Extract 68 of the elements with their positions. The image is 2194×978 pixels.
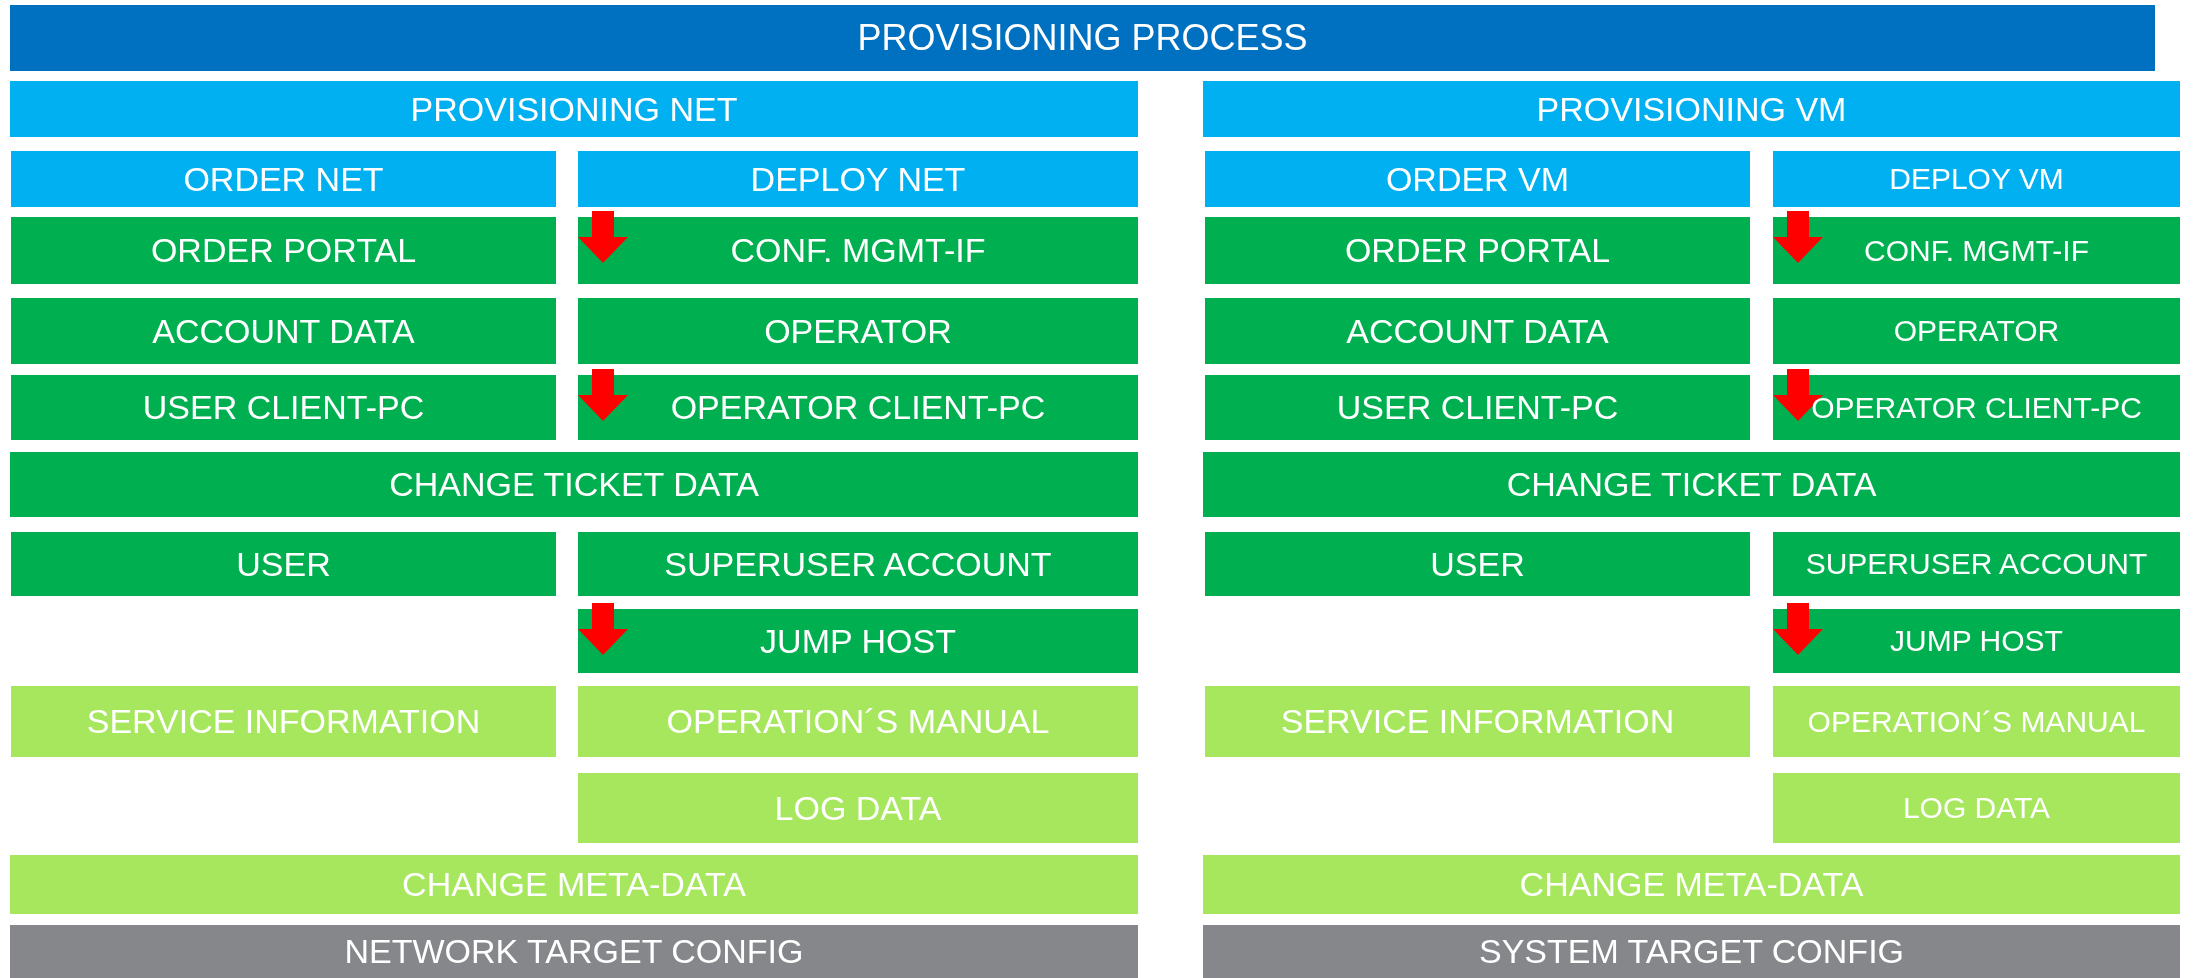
process-box [1203, 925, 2180, 978]
process-box [578, 773, 1138, 843]
box-label: CHANGE META-DATA [1519, 865, 1864, 904]
box-label: ACCOUNT DATA [152, 311, 415, 351]
box-label: LOG DATA [1902, 791, 2051, 825]
box-label: ORDER VM [1385, 159, 1570, 199]
box-label: USER CLIENT-PC [1336, 388, 1619, 427]
process-box [1773, 532, 2180, 596]
box-label: SUPERUSER ACCOUNT [1805, 547, 2148, 581]
box-label: SERVICE INFORMATION [86, 702, 481, 741]
box-label: ORDER PORTAL [1344, 231, 1611, 270]
process-box [11, 686, 556, 757]
process-box [1773, 298, 2180, 364]
process-box [1203, 81, 2180, 137]
box-label: JUMP HOST [760, 621, 956, 661]
box-label: PROVISIONING PROCESS [857, 17, 1308, 59]
box-label: OPERATOR [764, 311, 952, 351]
box-label: PROVISIONING VM [1536, 89, 1847, 129]
process-box [1203, 452, 2180, 517]
process-box [578, 151, 1138, 207]
process-box [11, 217, 556, 284]
box-label: USER [236, 544, 331, 584]
process-box [1205, 217, 1750, 284]
box-label: ORDER PORTAL [150, 231, 417, 270]
process-box [11, 151, 556, 207]
process-box [10, 855, 1138, 914]
box-label: USER [1430, 544, 1525, 584]
title-bar [10, 5, 2155, 71]
box-label: CONF. MGMT-IF [1864, 233, 2089, 268]
box-label: CONF. MGMT-IF [730, 231, 986, 270]
box-label: SYSTEM TARGET CONFIG [1478, 932, 1905, 971]
box-label: OPERATION´S MANUAL [1807, 704, 2146, 739]
box-label: LOG DATA [774, 788, 942, 828]
process-box [1205, 298, 1750, 364]
box-label: CHANGE META-DATA [402, 865, 746, 904]
process-box [11, 532, 556, 596]
box-label: OPERATOR CLIENT-PC [1811, 390, 2142, 425]
process-box [10, 81, 1138, 137]
box-label: ACCOUNT DATA [1346, 311, 1609, 351]
process-box [1773, 151, 2180, 207]
process-box [11, 375, 556, 440]
process-box [578, 686, 1138, 757]
box-label: JUMP HOST [1890, 624, 2063, 658]
process-box [1203, 855, 2180, 914]
box-label: DEPLOY VM [1889, 162, 2064, 196]
process-box [1773, 686, 2180, 757]
process-box [578, 298, 1138, 364]
box-label: OPERATOR [1893, 314, 2060, 348]
process-box [1205, 686, 1750, 757]
box-label: DEPLOY NET [750, 159, 966, 199]
box-label: USER CLIENT-PC [142, 388, 425, 427]
box-label: SUPERUSER ACCOUNT [664, 544, 1052, 584]
process-box [578, 532, 1138, 596]
box-label: SERVICE INFORMATION [1280, 702, 1675, 741]
box-label: CHANGE TICKET DATA [389, 465, 759, 504]
process-box [1773, 773, 2180, 843]
box-label: ORDER NET [183, 159, 384, 199]
box-label: CHANGE TICKET DATA [1506, 465, 1877, 504]
box-label: NETWORK TARGET CONFIG [344, 932, 804, 971]
process-box [1205, 151, 1750, 207]
process-box [10, 452, 1138, 517]
box-label: OPERATOR CLIENT-PC [670, 388, 1046, 427]
process-box [1205, 375, 1750, 440]
box-label: PROVISIONING NET [410, 89, 738, 129]
box-label: OPERATION´S MANUAL [666, 702, 1050, 741]
process-box [11, 298, 556, 364]
process-box [10, 925, 1138, 978]
process-box [1205, 532, 1750, 596]
